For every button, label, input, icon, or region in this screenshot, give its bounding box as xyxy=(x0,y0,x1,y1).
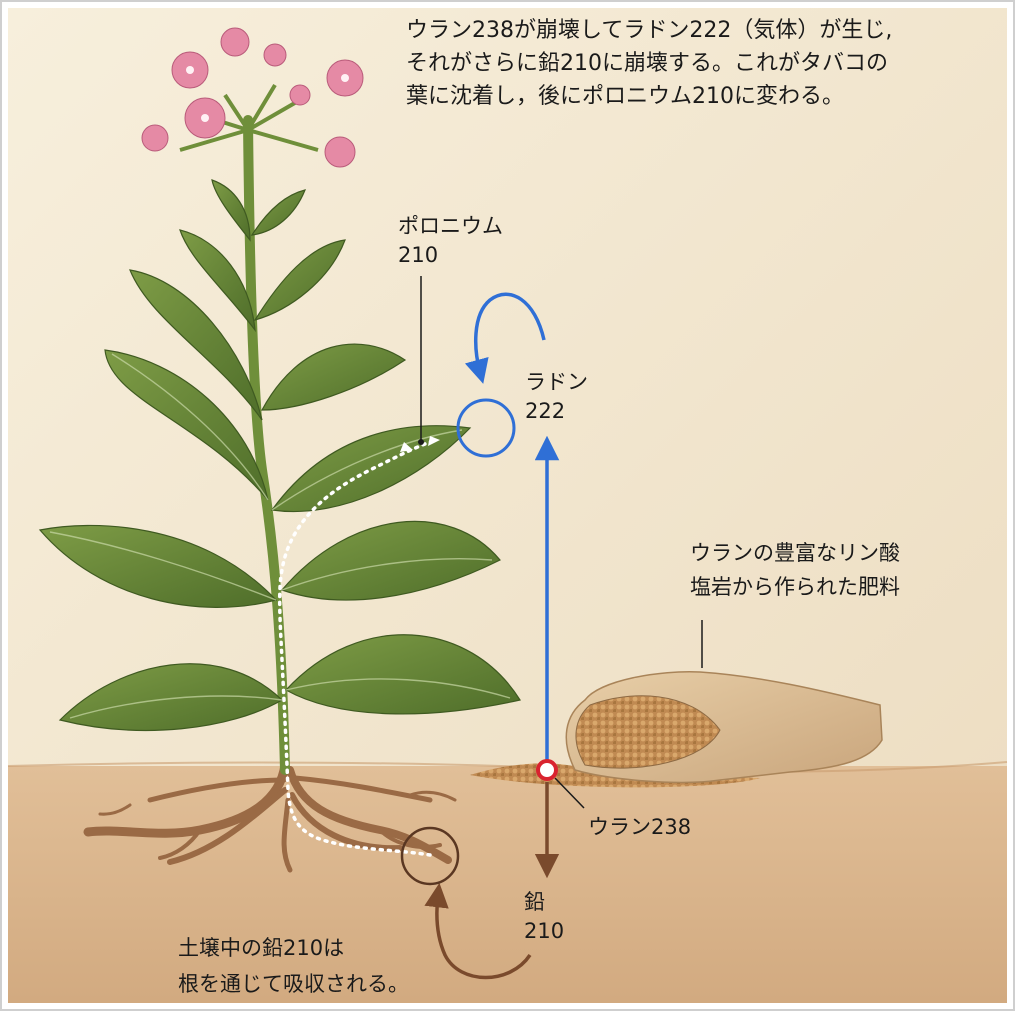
soil-line-1: 土壌中の鉛210は xyxy=(178,930,409,966)
fertilizer-line-1: ウランの豊富なリン酸 xyxy=(690,536,900,570)
lead-name: 鉛 xyxy=(524,888,564,917)
radon-label: ラドン 222 xyxy=(525,368,588,426)
fertilizer-line-2: 塩岩から作られた肥料 xyxy=(690,570,900,604)
polonium-number: 210 xyxy=(398,241,503,270)
lead-label: 鉛 210 xyxy=(524,888,564,946)
flower xyxy=(290,85,310,105)
intro-line-1: ウラン238が崩壊してラドン222（気体）が生じ, xyxy=(406,14,892,47)
intro-line-2: それがさらに鉛210に崩壊する。これがタバコの xyxy=(406,47,892,80)
radon-number: 222 xyxy=(525,397,588,426)
soil-absorption-label: 土壌中の鉛210は 根を通じて吸収される。 xyxy=(178,930,409,1002)
flower xyxy=(221,28,249,56)
polonium-name: ポロニウム xyxy=(398,212,503,241)
flower xyxy=(264,44,286,66)
soil-ground xyxy=(8,766,1007,1003)
flower xyxy=(142,125,168,151)
polonium-label: ポロニウム 210 xyxy=(398,212,503,270)
soil-line-2: 根を通じて吸収される。 xyxy=(178,966,409,1002)
radon-name: ラドン xyxy=(525,368,588,397)
uranium-label: ウラン238 xyxy=(588,813,691,842)
intro-text: ウラン238が崩壊してラドン222（気体）が生じ, それがさらに鉛210に崩壊す… xyxy=(406,14,892,113)
flower xyxy=(325,137,355,167)
intro-line-3: 葉に沈着し，後にポロニウム210に変わる。 xyxy=(406,80,892,113)
fertilizer-label: ウランの豊富なリン酸 塩岩から作られた肥料 xyxy=(690,536,900,604)
lead-number: 210 xyxy=(524,917,564,946)
uranium-source-marker xyxy=(538,761,556,779)
